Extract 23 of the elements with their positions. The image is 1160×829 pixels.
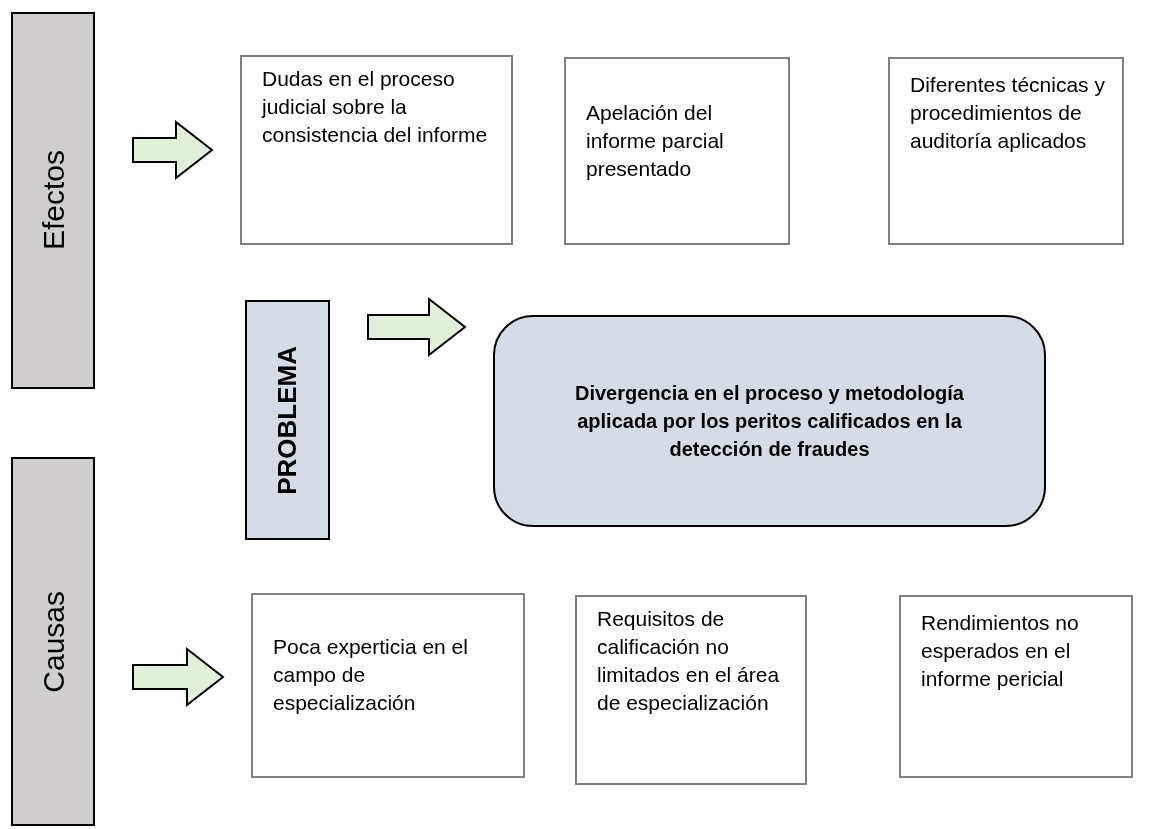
text-box	[575, 595, 807, 785]
box-text: Dudas en el proceso judicial sobre la consistencia del informe	[262, 66, 489, 148]
problem-bar	[245, 300, 330, 540]
text-box	[899, 595, 1133, 778]
box-text: Requisitos de calificación no limitados en el área de especialización	[597, 606, 781, 716]
text-box	[888, 57, 1124, 245]
block-arrow	[132, 119, 214, 181]
text-box	[564, 57, 790, 245]
problem-box	[493, 315, 1046, 527]
box-text: Diferentes técnicas y procedimientos de auditoría aplicados	[910, 72, 1106, 154]
box-text: Rendimientos no esperados en el informe pericial	[921, 610, 1080, 692]
block-arrow	[132, 646, 225, 708]
box-text: Apelación del informe parcial presentado	[586, 100, 725, 182]
text-box	[240, 55, 513, 245]
category-bar	[11, 12, 95, 389]
category-label: Efectos	[35, 150, 71, 251]
box-text: Poca experticia en el campo de especialización	[273, 634, 469, 716]
problem-statement: Divergencia en el proceso y metodología aplicada por los peritos calificados en la detección de fraudes	[574, 381, 965, 462]
text-box	[251, 593, 525, 778]
block-arrow	[367, 296, 467, 358]
category-bar	[11, 457, 95, 826]
problem-label: PROBLEMA	[271, 345, 303, 495]
category-label: Causas	[35, 590, 71, 693]
